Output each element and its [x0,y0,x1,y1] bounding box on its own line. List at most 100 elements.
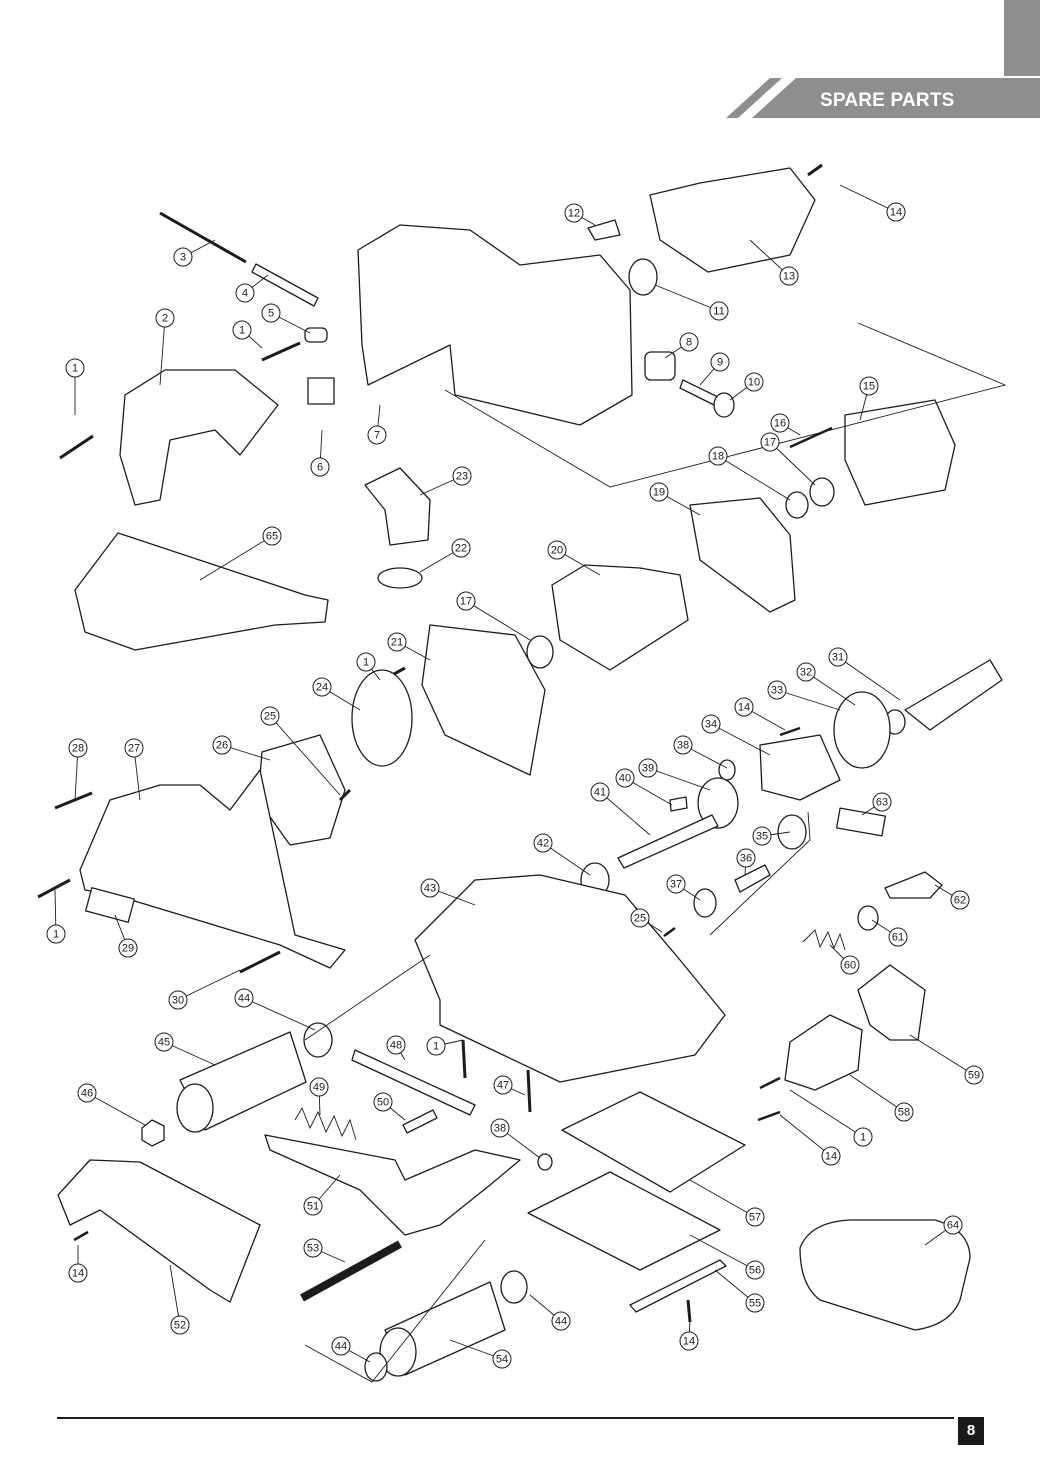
callout-leader-11 [654,284,720,312]
callout-59: 59 [964,1065,984,1085]
callout-number: 58 [898,1107,910,1119]
part-49-spring [294,1106,357,1141]
part-35-bearing [777,814,807,850]
callout-circle [745,1260,765,1280]
part-63-label [835,807,887,837]
part-10-knob [713,392,735,418]
callout-circle [853,1127,873,1147]
callout-leader-17 [769,441,816,486]
part-50-pin [402,1109,438,1134]
callout-number: 19 [653,487,665,499]
callout-4: 4 [235,283,255,303]
assembly-line-motor [444,322,1007,488]
callout-number: 25 [264,711,276,723]
callout-circle [767,680,787,700]
callout-number: 57 [749,1212,761,1224]
callout-number: 47 [497,1080,509,1092]
callout-36: 36 [736,848,756,868]
callout-35: 35 [752,826,772,846]
callout-5: 5 [261,303,281,323]
callout-47: 47 [493,1075,513,1095]
callout-circle [701,714,721,734]
header-accent-block [1004,0,1040,76]
part-45-roller-end [176,1083,214,1133]
assembly-line-idler [304,1239,486,1383]
header-title-band [752,78,1040,118]
part-6-switch [307,377,335,405]
callout-1: 1 [356,652,376,672]
callout-circle [303,1238,323,1258]
callout-53: 53 [303,1238,323,1258]
callout-circle [752,826,772,846]
callout-number: 14 [72,1268,84,1280]
callout-52: 52 [170,1315,190,1335]
callout-number: 59 [968,1070,980,1082]
part-52-plate [57,1159,261,1303]
callout-leader-18 [717,455,791,501]
part-18-washer [785,491,809,519]
callout-51: 51 [303,1196,323,1216]
callout-number: 9 [717,357,723,369]
callout-circle [46,924,66,944]
part-14-screw-a [807,163,823,177]
callout-leader-44 [243,997,316,1031]
callout-circle [386,1035,406,1055]
callout-number: 1 [53,929,59,941]
callout-number: 14 [890,207,902,219]
callout-circle [736,848,756,868]
callout-12: 12 [564,203,584,223]
callout-leader-31 [837,656,901,701]
part-1-screw-a [261,341,301,362]
callout-circle [888,927,908,947]
callout-leader-59 [909,1034,975,1076]
callout-number: 31 [832,652,844,664]
callout-45: 45 [154,1032,174,1052]
part-38-ring-b [537,1153,553,1171]
callout-circle [452,466,472,486]
callout-leader-39 [647,767,711,791]
part-41-shaft [617,814,719,869]
callout-circle [118,938,138,958]
part-14-screw-e [686,1299,692,1323]
part-1-screw-e [759,1076,781,1090]
callout-circle [168,990,188,1010]
part-7-housing [357,224,633,426]
part-58-nose [784,1014,863,1091]
callout-number: 7 [374,430,380,442]
part-15-stator [844,399,956,506]
callout-6: 6 [310,457,330,477]
callout-leader-52 [169,1264,181,1326]
callout-number: 10 [748,377,760,389]
callout-circle [779,266,799,286]
callout-22: 22 [451,538,471,558]
callout-number: 23 [456,471,468,483]
callout-circle [420,878,440,898]
callout-leader-30 [177,969,241,1001]
callout-circle [708,446,728,466]
callout-circle [872,792,892,812]
callout-1: 1 [65,358,85,378]
callout-44: 44 [234,988,254,1008]
part-21-fan-housing [421,624,546,776]
callout-number: 56 [749,1265,761,1277]
callout-circle [493,1075,513,1095]
callout-37: 37 [666,874,686,894]
callout-16: 16 [770,413,790,433]
callout-number: 21 [391,637,403,649]
part-46-nut [141,1119,165,1147]
callout-circle [649,482,669,502]
callout-number: 18 [712,451,724,463]
callout-42: 42 [533,833,553,853]
callout-circle [564,203,584,223]
callout-10: 10 [744,372,764,392]
part-60-spring [802,929,846,951]
callout-31: 31 [828,647,848,667]
part-43-base [414,874,726,1083]
callout-number: 65 [266,531,278,543]
callout-circle [943,1215,963,1235]
part-30-screw [239,950,281,974]
part-36-pinion [734,864,771,893]
callout-50: 50 [373,1092,393,1112]
callout-number: 46 [81,1088,93,1100]
